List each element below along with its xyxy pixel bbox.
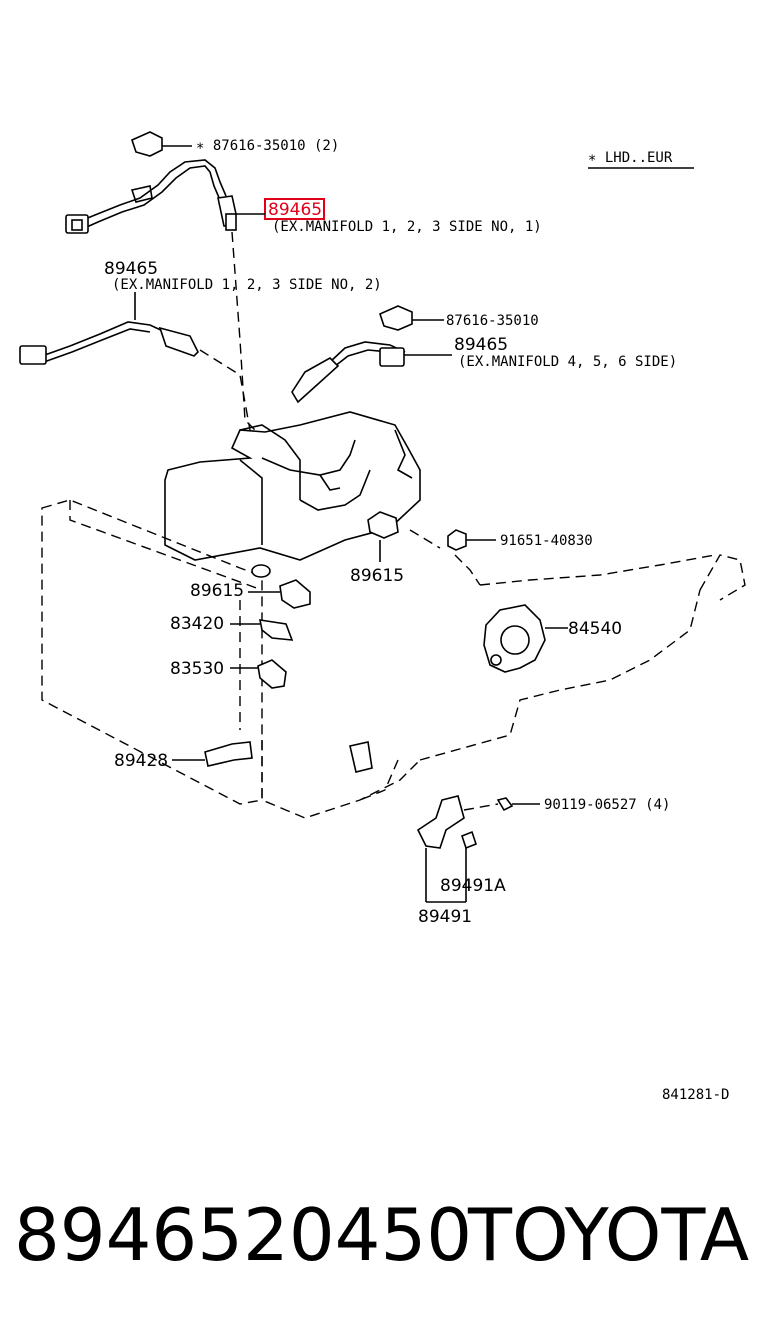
oxygen-sensor-no2[interactable]	[19, 292, 199, 365]
sensor-no2-desc: (EX.MANIFOLD 1, 2, 3 SIDE NO, 2)	[112, 277, 382, 293]
sensor-89615-right[interactable]	[367, 511, 399, 562]
region-note: ∗ LHD..EUR	[588, 150, 673, 166]
clip-right[interactable]	[379, 305, 444, 331]
oxygen-sensor-no1[interactable]	[65, 159, 237, 234]
sensor-83530[interactable]	[230, 659, 287, 689]
plug-label: 91651-40830	[500, 533, 593, 549]
bracket-label: 89491	[418, 907, 472, 927]
footer-brand: TOYOTA	[468, 1193, 750, 1277]
highlight-box	[264, 198, 325, 220]
plug-91651[interactable]	[447, 529, 496, 551]
sensor-89615-right-label: 89615	[350, 566, 404, 586]
sensor-89428[interactable]	[172, 741, 253, 767]
footer-part-number: 8946520450	[14, 1193, 473, 1277]
clip-top-label: ∗ 87616-35010 (2)	[196, 138, 339, 154]
sensor-83420-label: 83420	[170, 614, 224, 634]
sensor-456-label: 89465	[454, 335, 508, 355]
bracket-89491[interactable]	[349, 741, 540, 903]
sensor-89615-left-label: 89615	[190, 581, 244, 601]
sensor-no2-label: 89465	[104, 259, 158, 279]
sensor-no1-label[interactable]: 89465	[268, 200, 322, 220]
sensor-456-desc: (EX.MANIFOLD 4, 5, 6 SIDE)	[458, 354, 677, 370]
sensor-89428-label: 89428	[114, 751, 168, 771]
bracket-a-label: 89491A	[440, 876, 506, 896]
throttle-84540-label: 84540	[568, 619, 622, 639]
throttle-84540[interactable]	[483, 604, 568, 673]
sensor-89615-left[interactable]	[248, 579, 311, 609]
oxygen-sensor-456[interactable]	[291, 341, 452, 404]
bolt-label: 90119-06527 (4)	[544, 797, 670, 813]
sensor-83420[interactable]	[230, 619, 294, 641]
sensor-no1-desc: (EX.MANIFOLD 1, 2, 3 SIDE NO, 1)	[272, 219, 542, 235]
engine-outline	[41, 231, 746, 819]
drawing-code: 841281-D	[662, 1087, 729, 1103]
callout-labels: ∗ LHD..EUR ∗ 87616-35010 (2) 89465 (EX.M…	[104, 138, 729, 1103]
sensor-83530-label: 83530	[170, 659, 224, 679]
clip-top[interactable]	[130, 131, 163, 203]
clip-right-label: 87616-35010	[446, 313, 539, 329]
